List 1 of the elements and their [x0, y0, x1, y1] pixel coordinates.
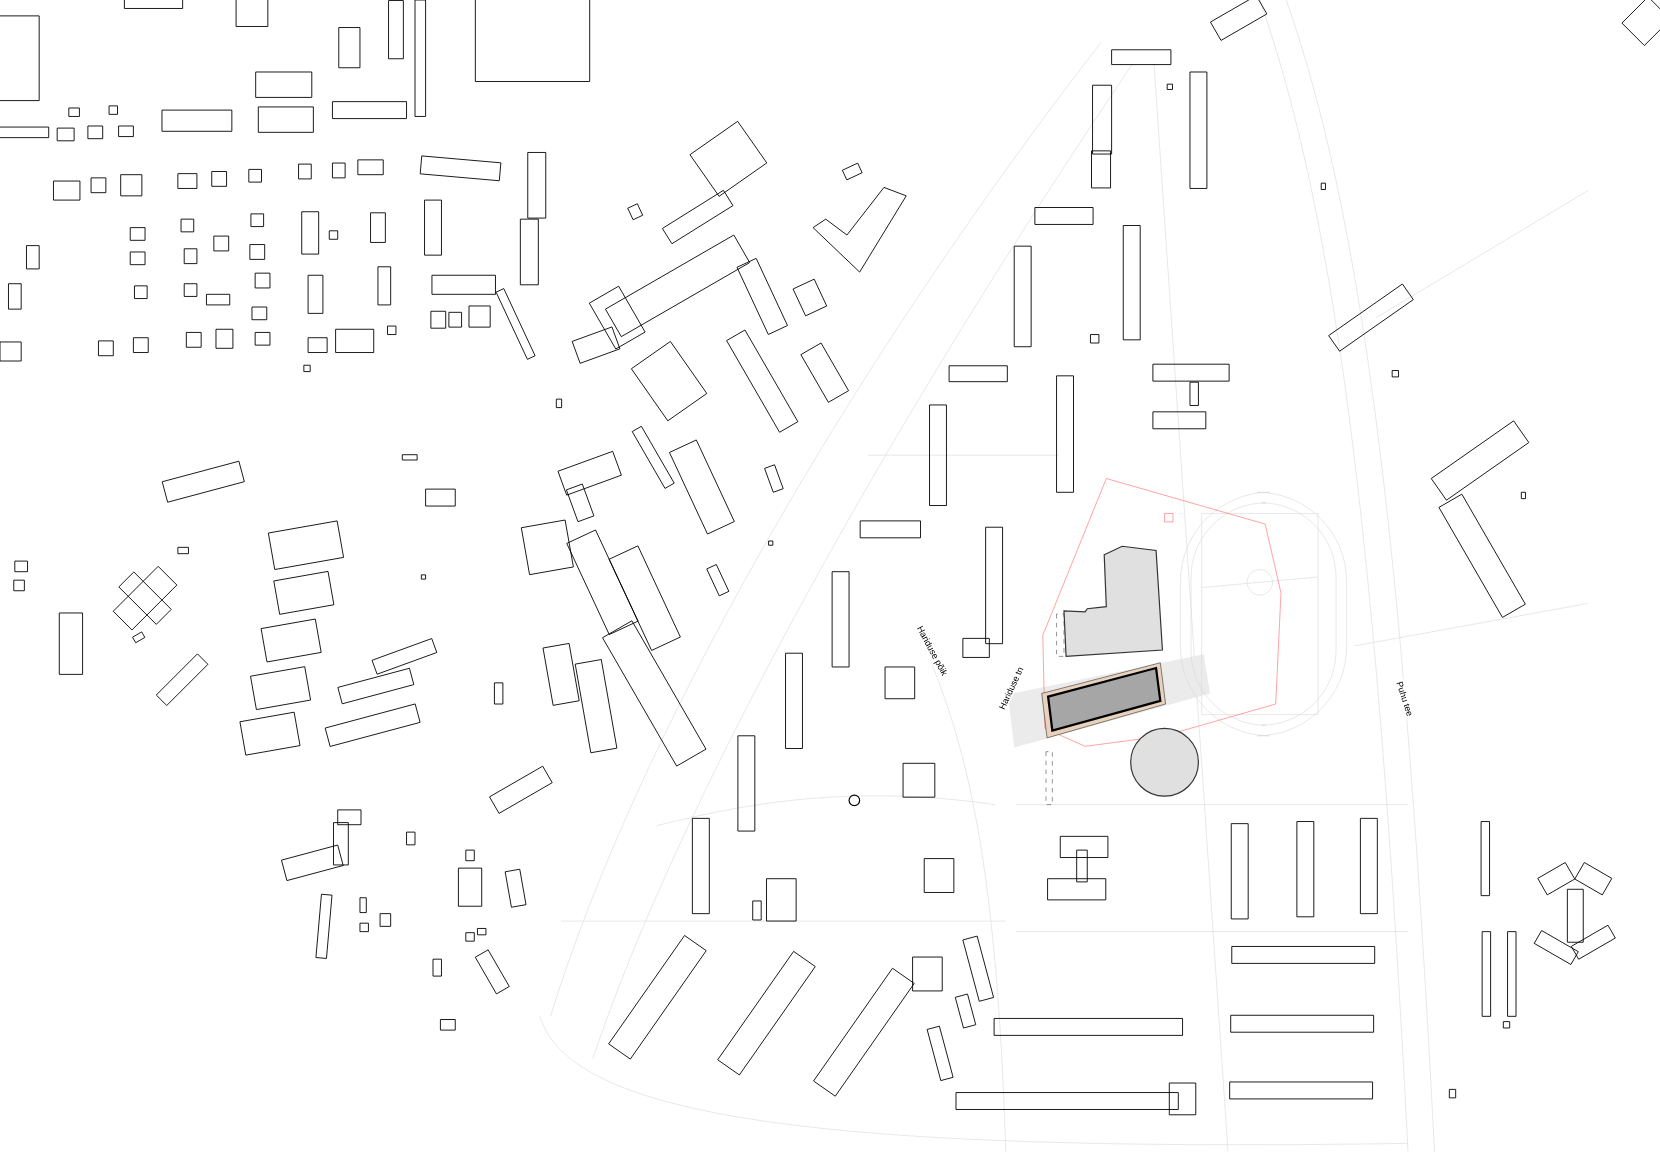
street-name: Puhu tee	[1394, 678, 1416, 719]
